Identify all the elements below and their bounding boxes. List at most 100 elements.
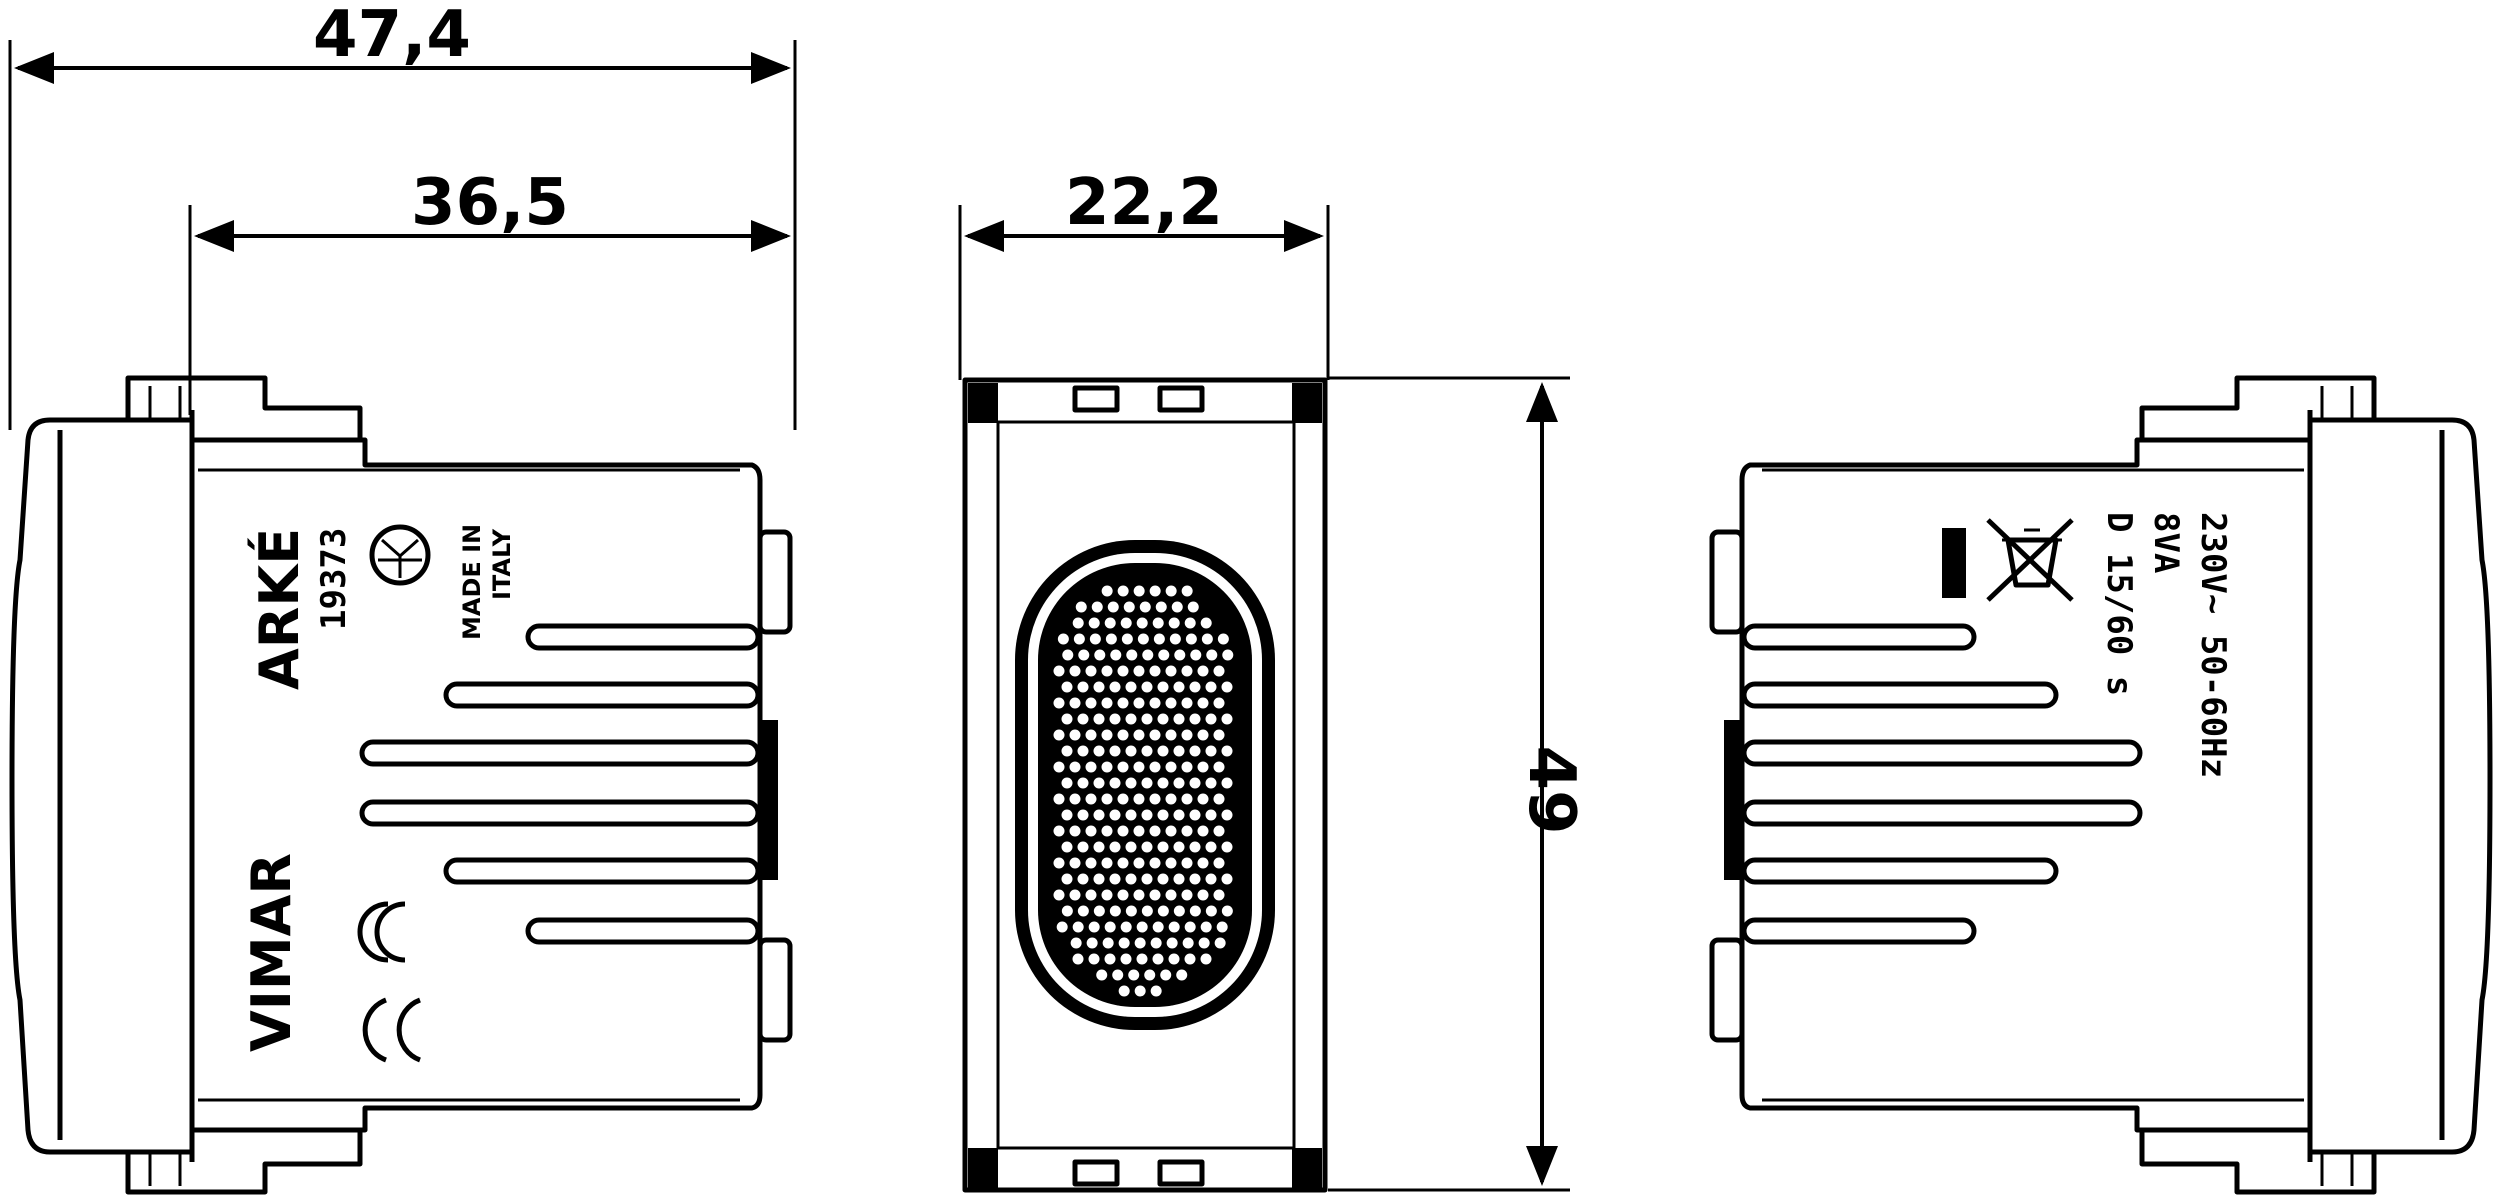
lens-dot bbox=[1165, 729, 1177, 741]
led-grid-lens-icon bbox=[1015, 540, 1275, 1030]
voltage-rating-label: 230V~ 50-60Hz bbox=[2193, 512, 2233, 778]
lens-dot bbox=[1149, 585, 1161, 597]
lens-dot bbox=[1077, 873, 1089, 885]
lens-dot bbox=[1221, 745, 1233, 757]
lens-dot bbox=[1069, 761, 1081, 773]
lens-dot bbox=[1109, 841, 1121, 853]
lens-dot bbox=[1104, 953, 1116, 965]
lens-dot bbox=[1056, 921, 1068, 933]
lens-dot bbox=[1117, 729, 1129, 741]
lens-dot bbox=[1150, 985, 1162, 997]
lens-dot bbox=[1157, 809, 1169, 821]
lens-dot bbox=[1094, 649, 1106, 661]
lens-dot bbox=[1088, 617, 1100, 629]
lens-dot bbox=[1101, 761, 1113, 773]
lens-dot bbox=[1125, 873, 1137, 885]
lens-dot bbox=[1053, 665, 1065, 677]
lens-dot bbox=[1217, 633, 1229, 645]
lens-dot bbox=[1185, 633, 1197, 645]
lens-dot bbox=[1173, 713, 1185, 725]
lens-dot bbox=[1085, 729, 1097, 741]
lens-dot bbox=[1085, 761, 1097, 773]
dimension-height-label: 49 bbox=[1514, 745, 1588, 834]
lens-dot bbox=[1061, 873, 1073, 885]
lens-dot bbox=[1101, 889, 1113, 901]
lens-dot bbox=[1181, 585, 1193, 597]
product-code-label: 19373 bbox=[314, 528, 354, 630]
lens-dot bbox=[1197, 889, 1209, 901]
lens-dot bbox=[1149, 761, 1161, 773]
lens-dot bbox=[1101, 857, 1113, 869]
lens-dot bbox=[1077, 905, 1089, 917]
lens-dot bbox=[1093, 745, 1105, 757]
lens-dot bbox=[1120, 953, 1132, 965]
lens-dot bbox=[1093, 809, 1105, 821]
lens-dot bbox=[1173, 841, 1185, 853]
lens-dot bbox=[1133, 825, 1145, 837]
lens-dot bbox=[1117, 665, 1129, 677]
lens-dot bbox=[1213, 697, 1225, 709]
lens-dot bbox=[1205, 809, 1217, 821]
lens-dot bbox=[1069, 729, 1081, 741]
lens-dot bbox=[1088, 953, 1100, 965]
dimension-overall-depth-label: 47,4 bbox=[313, 0, 471, 72]
lens-dot bbox=[1213, 665, 1225, 677]
top-clip bbox=[125, 375, 363, 440]
front-cap bbox=[9, 417, 192, 1155]
right-cooling-fins bbox=[1741, 623, 2143, 945]
lens-dot bbox=[1077, 745, 1089, 757]
lens-dot bbox=[1144, 969, 1156, 981]
lens-dot bbox=[1085, 665, 1097, 677]
lens-dot bbox=[1110, 649, 1122, 661]
lens-dot bbox=[1120, 921, 1132, 933]
italy-label: ITALY bbox=[488, 528, 516, 600]
lens-dot bbox=[1072, 617, 1084, 629]
lens-dot bbox=[1157, 681, 1169, 693]
lens-dot bbox=[1126, 649, 1138, 661]
lens-dot bbox=[1093, 777, 1105, 789]
lens-dot bbox=[1109, 873, 1121, 885]
lens-dot bbox=[1109, 777, 1121, 789]
lens-dot bbox=[1165, 665, 1177, 677]
lens-dot bbox=[1070, 937, 1082, 949]
lens-dot bbox=[1075, 601, 1087, 613]
lens-dot bbox=[1141, 873, 1153, 885]
lens-dot bbox=[1182, 937, 1194, 949]
lens-dot bbox=[1150, 937, 1162, 949]
lens-dot bbox=[1141, 905, 1153, 917]
lens-dot bbox=[1187, 601, 1199, 613]
lens-dot bbox=[1201, 633, 1213, 645]
lens-dot bbox=[1069, 793, 1081, 805]
lens-dot bbox=[1128, 969, 1140, 981]
lens-dot bbox=[1069, 697, 1081, 709]
lens-dot bbox=[1221, 841, 1233, 853]
lens-dot bbox=[1197, 825, 1209, 837]
lens-dot bbox=[1109, 809, 1121, 821]
lens-dot bbox=[1205, 745, 1217, 757]
lens-dot bbox=[1091, 601, 1103, 613]
lens-dot bbox=[1136, 921, 1148, 933]
lens-dot bbox=[1093, 713, 1105, 725]
lens-dot bbox=[1142, 649, 1154, 661]
lens-dot bbox=[1165, 697, 1177, 709]
lens-dot bbox=[1117, 697, 1129, 709]
lens-dot bbox=[1213, 729, 1225, 741]
lens-dot bbox=[1189, 745, 1201, 757]
lens-dot bbox=[1157, 841, 1169, 853]
lens-dot bbox=[1117, 857, 1129, 869]
right-front-cap bbox=[2310, 417, 2493, 1155]
lens-dot bbox=[1053, 793, 1065, 805]
lens-dot bbox=[1221, 873, 1233, 885]
lens-dot bbox=[1061, 841, 1073, 853]
lens-dot bbox=[1077, 777, 1089, 789]
lens-dot bbox=[1171, 601, 1183, 613]
lens-dot bbox=[1221, 905, 1233, 917]
lens-dot bbox=[1141, 777, 1153, 789]
lens-dot bbox=[1165, 585, 1177, 597]
lens-dot bbox=[1165, 825, 1177, 837]
lens-dot bbox=[1053, 889, 1065, 901]
lens-dot bbox=[1200, 921, 1212, 933]
lens-dot bbox=[1198, 937, 1210, 949]
front-faceplate bbox=[962, 377, 1328, 1193]
vimar-brand-label: VIMAR bbox=[240, 853, 303, 1052]
